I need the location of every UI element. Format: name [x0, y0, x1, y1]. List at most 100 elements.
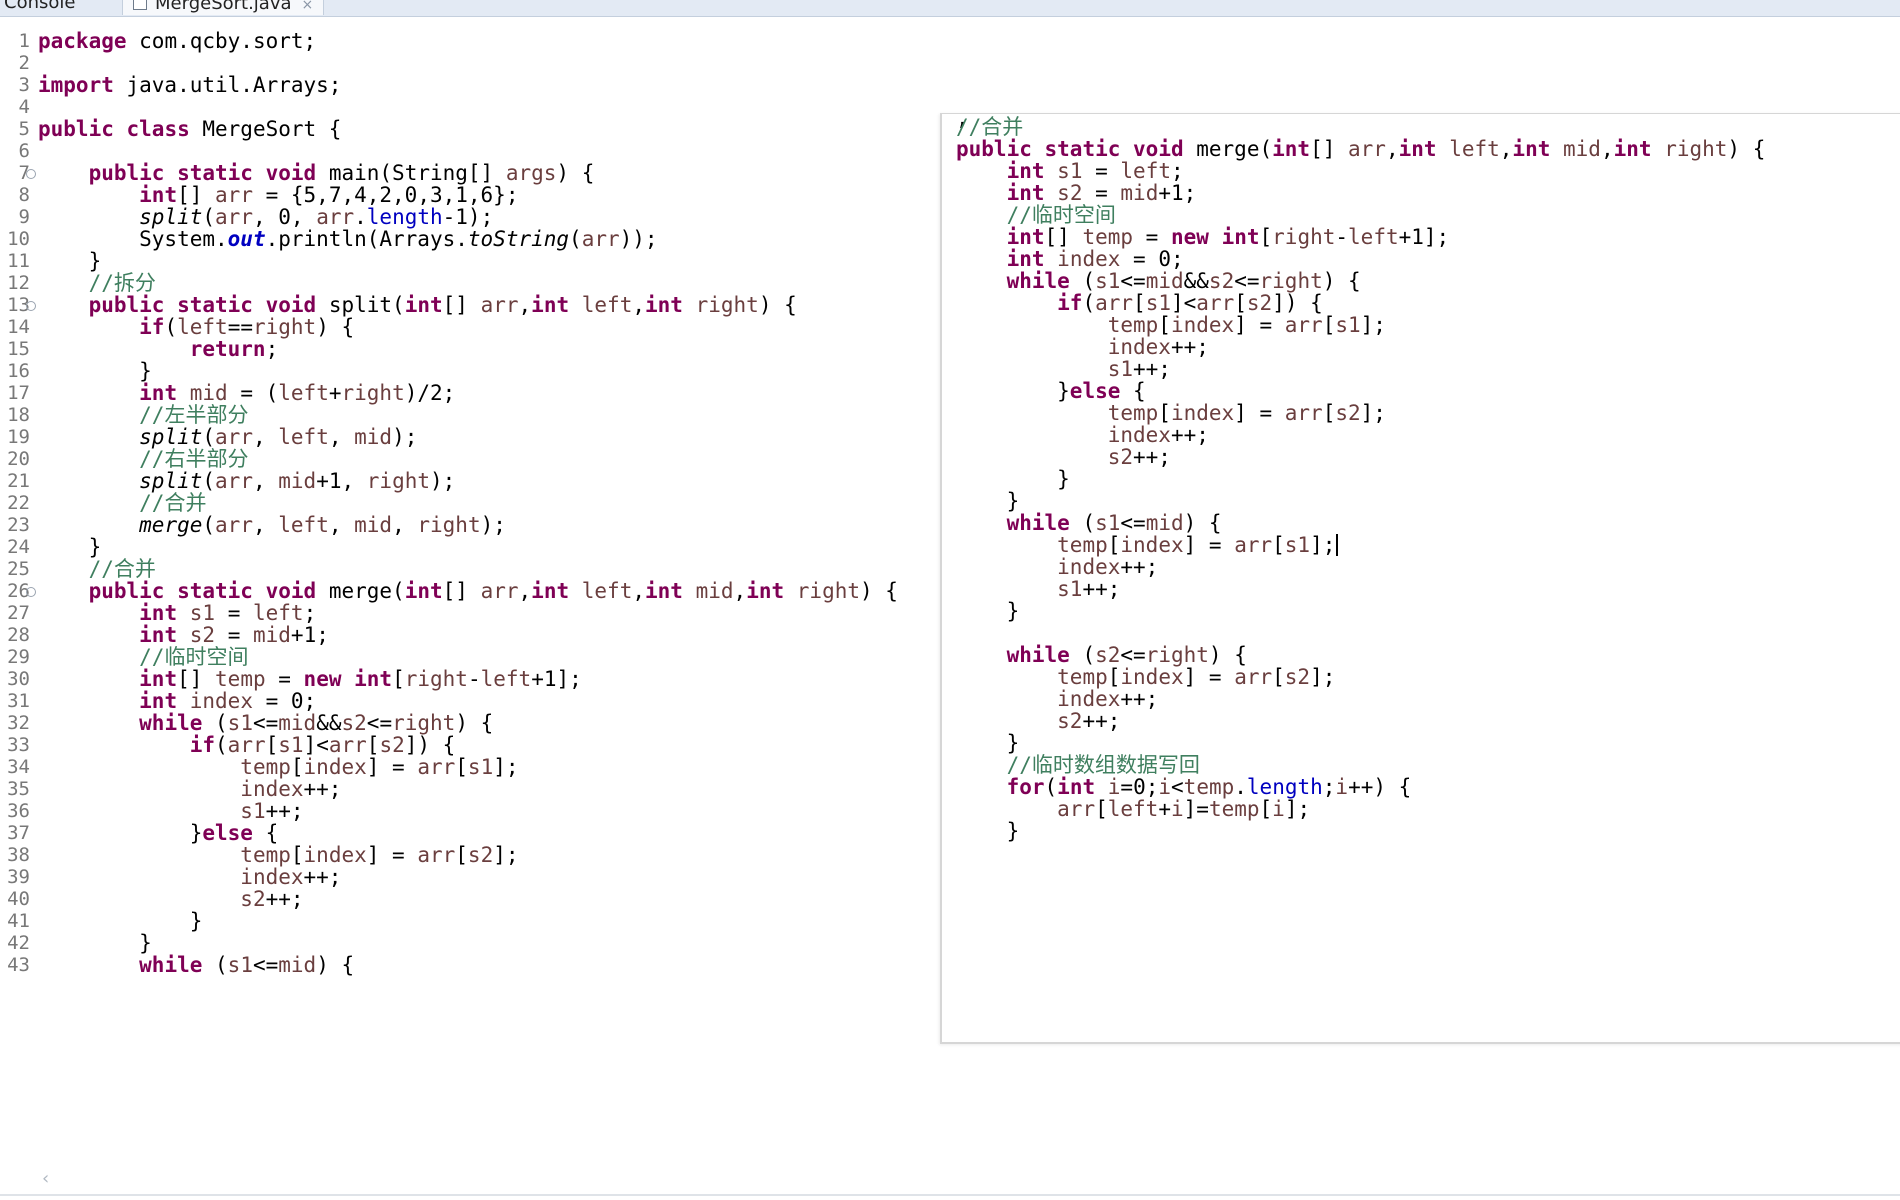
code-token: ++; [1120, 555, 1159, 579]
code-line[interactable]: s2++; [38, 886, 303, 913]
code-token: temp [1107, 313, 1159, 337]
line-number: 26 [7, 580, 30, 602]
code-token: ]; [493, 755, 519, 779]
code-line[interactable]: while (s1<=mid) { [38, 952, 354, 979]
line-number: 16 [7, 360, 30, 382]
code-line[interactable]: temp[index] = arr[s1]; [38, 754, 519, 781]
code-token: right [392, 711, 456, 735]
code-line[interactable]: public static void main(String[] args) { [38, 160, 595, 187]
code-line[interactable]: public class MergeSort { [38, 116, 341, 143]
code-token: merge( [1183, 137, 1273, 161]
code-token: [] [442, 579, 481, 603]
code-line[interactable]: import java.util.Arrays; [38, 72, 341, 99]
code-token: left [177, 315, 228, 339]
code-token [38, 953, 139, 977]
code-line[interactable]: merge(arr, left, mid, right); [38, 512, 506, 539]
code-line[interactable]: //合并 [38, 490, 206, 517]
code-line[interactable]: index++; [38, 864, 341, 891]
code-token: java.util.Arrays; [113, 73, 342, 97]
code-token: s1 [1145, 291, 1171, 315]
code-line[interactable]: int s2 = mid+1; [38, 622, 329, 649]
code-line[interactable]: int[] temp = new int[right-left+1]; [38, 666, 582, 693]
code-token: ]; [1310, 665, 1336, 689]
line-number: 34 [7, 756, 30, 778]
code-line[interactable]: } [38, 358, 152, 385]
code-line[interactable]: if(arr[s1]<arr[s2]) { [38, 732, 456, 759]
code-token: //临时数组数据写回 [1006, 753, 1200, 777]
code-line[interactable]: public static void merge(int[] arr,int l… [38, 578, 898, 605]
tab-mergesort-java[interactable]: MergeSort.java× [122, 0, 325, 15]
line-number: 43 [7, 954, 30, 976]
code-token: +1]; [1398, 225, 1450, 249]
code-line[interactable]: if(left==right) { [38, 314, 354, 341]
code-line[interactable]: } [38, 930, 152, 957]
code-token: int [139, 601, 178, 625]
code-token: s2 [379, 733, 405, 757]
code-token: ++; [1082, 577, 1121, 601]
code-line[interactable]: //右半部分 [38, 446, 248, 473]
code-token: arr [480, 293, 519, 317]
code-line[interactable]: split(arr, 0, arr.length-1); [38, 204, 493, 231]
code-line[interactable]: while (s1<=mid&&s2<=right) { [38, 710, 493, 737]
line-number: 40 [7, 888, 30, 910]
code-line[interactable]: } [38, 248, 102, 275]
code-token: && [316, 711, 342, 735]
code-token: ); [392, 425, 418, 449]
popup-code-line: temp[index] = arr[s2]; [956, 664, 1335, 691]
code-token: arr [215, 205, 253, 229]
code-line[interactable]: temp[index] = arr[s2]; [38, 842, 518, 869]
code-line[interactable]: //左半部分 [38, 402, 248, 429]
code-line[interactable]: }else { [38, 820, 279, 847]
fold-toggle-icon[interactable] [26, 587, 36, 597]
code-token: . [1234, 775, 1247, 799]
code-line[interactable]: split(arr, left, mid); [38, 424, 417, 451]
code-token: //右半部分 [139, 447, 249, 471]
code-line[interactable]: index++; [38, 776, 341, 803]
fold-toggle-icon[interactable] [26, 169, 36, 179]
code-token: [ [455, 755, 468, 779]
code-token: //合并 [139, 491, 207, 515]
line-number: 7 [18, 162, 30, 184]
line-number: 37 [7, 822, 30, 844]
code-token: ] = [1234, 401, 1285, 425]
code-token: i [1107, 775, 1121, 799]
code-token: ( [164, 315, 178, 339]
code-line[interactable]: //拆分 [38, 270, 156, 297]
code-token: ( [1082, 291, 1096, 315]
code-token: index [1057, 555, 1121, 579]
code-line[interactable]: s1++; [38, 798, 303, 825]
code-line[interactable]: } [38, 908, 203, 935]
code-line[interactable]: int[] arr = {5,7,4,2,0,3,1,6}; [38, 182, 518, 209]
code-token: , [392, 513, 418, 537]
fold-toggle-icon[interactable] [26, 301, 36, 311]
line-number: 18 [7, 404, 30, 426]
popup-code-line: } [956, 466, 1070, 493]
code-token: <= [252, 953, 279, 977]
line-number: 25 [7, 558, 30, 580]
code-line[interactable]: public static void split(int[] arr,int l… [38, 292, 797, 319]
scroll-left-icon[interactable]: ‹ [42, 1168, 50, 1189]
line-number: 24 [7, 536, 30, 558]
code-token: merge( [316, 579, 405, 603]
code-line[interactable]: //合并 [38, 556, 156, 583]
code-line[interactable]: int index = 0; [38, 688, 316, 715]
tab-console[interactable]: Console [0, 0, 85, 14]
code-line[interactable]: System.out.println(Arrays.toString(arr))… [38, 226, 657, 253]
code-token: int [139, 667, 178, 691]
code-token: int [1398, 137, 1437, 161]
code-line[interactable]: //临时空间 [38, 644, 248, 671]
code-line[interactable]: package com.qcby.sort; [38, 28, 316, 55]
code-line[interactable]: } [38, 534, 102, 561]
code-token: s2 [1246, 291, 1273, 315]
code-line[interactable]: return; [38, 336, 279, 363]
code-token: void [265, 579, 317, 603]
code-token: , [252, 469, 279, 493]
code-token: left [1107, 797, 1159, 821]
close-icon[interactable]: × [301, 0, 314, 13]
code-token: s1 [227, 953, 253, 977]
code-line[interactable]: split(arr, mid+1, right); [38, 468, 455, 495]
code-line[interactable]: int mid = (left+right)/2; [38, 380, 455, 407]
code-line[interactable]: int s1 = left; [38, 600, 316, 627]
code-token: ++; [303, 865, 342, 889]
